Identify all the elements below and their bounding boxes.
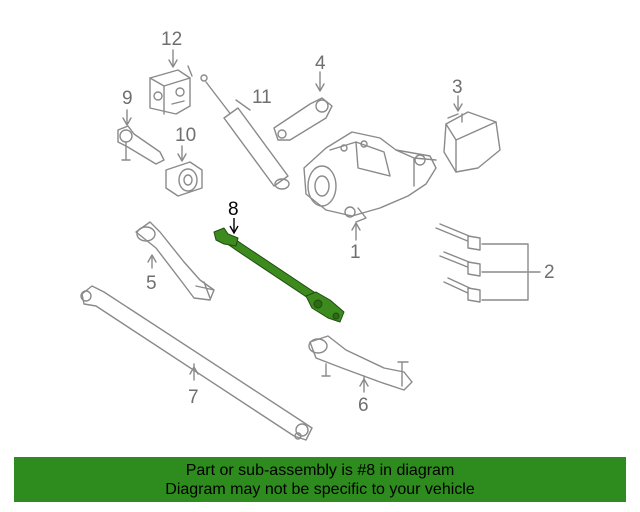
part-3-cover[interactable] <box>443 111 501 173</box>
parts-diagram <box>80 49 541 441</box>
arrow-8 <box>229 225 239 235</box>
leader-11 <box>235 99 251 111</box>
callout-9: 9 <box>122 88 133 109</box>
arrow-4 <box>315 83 325 92</box>
part-12-bracket[interactable] <box>149 65 193 115</box>
leader-2 <box>481 243 541 301</box>
arrow-10 <box>177 153 187 162</box>
callout-1: 1 <box>350 242 361 263</box>
arrow-3 <box>453 103 463 112</box>
arrow-12 <box>168 59 178 68</box>
callout-8: 8 <box>228 199 239 220</box>
callout-11: 11 <box>252 87 272 108</box>
part-10-sleeve[interactable] <box>165 161 203 197</box>
callout-3: 3 <box>452 77 463 98</box>
info-banner: Part or sub-assembly is #8 in diagram Di… <box>14 457 626 502</box>
part-2-bolts[interactable] <box>435 223 481 303</box>
arrow-5 <box>147 254 157 263</box>
arrow-7 <box>189 366 199 375</box>
arrow-9 <box>122 117 132 126</box>
callout-4: 4 <box>315 53 326 74</box>
part-9-tie-rod-end[interactable] <box>117 125 165 165</box>
callout-6: 6 <box>358 395 369 416</box>
banner-line-1: Part or sub-assembly is #8 in diagram <box>185 462 455 479</box>
callout-5: 5 <box>146 273 157 294</box>
part-11-damper[interactable] <box>200 74 290 190</box>
part-5-drag-link[interactable] <box>135 221 215 301</box>
arrow-6 <box>359 378 369 387</box>
banner-line-2: Diagram may not be specific to your vehi… <box>165 481 475 498</box>
arrow-1 <box>351 222 361 231</box>
part-4-pitman-arm[interactable] <box>273 97 333 141</box>
callout-2: 2 <box>544 262 555 283</box>
callout-12: 12 <box>161 29 183 50</box>
part-1-steering-gear[interactable] <box>303 131 437 223</box>
callout-7: 7 <box>188 387 199 408</box>
part-6-connecting-rod[interactable] <box>308 335 413 391</box>
part-7-tie-rod[interactable] <box>80 285 313 441</box>
part-8-adjusting-rod[interactable] <box>213 227 345 323</box>
callout-10: 10 <box>175 125 197 146</box>
